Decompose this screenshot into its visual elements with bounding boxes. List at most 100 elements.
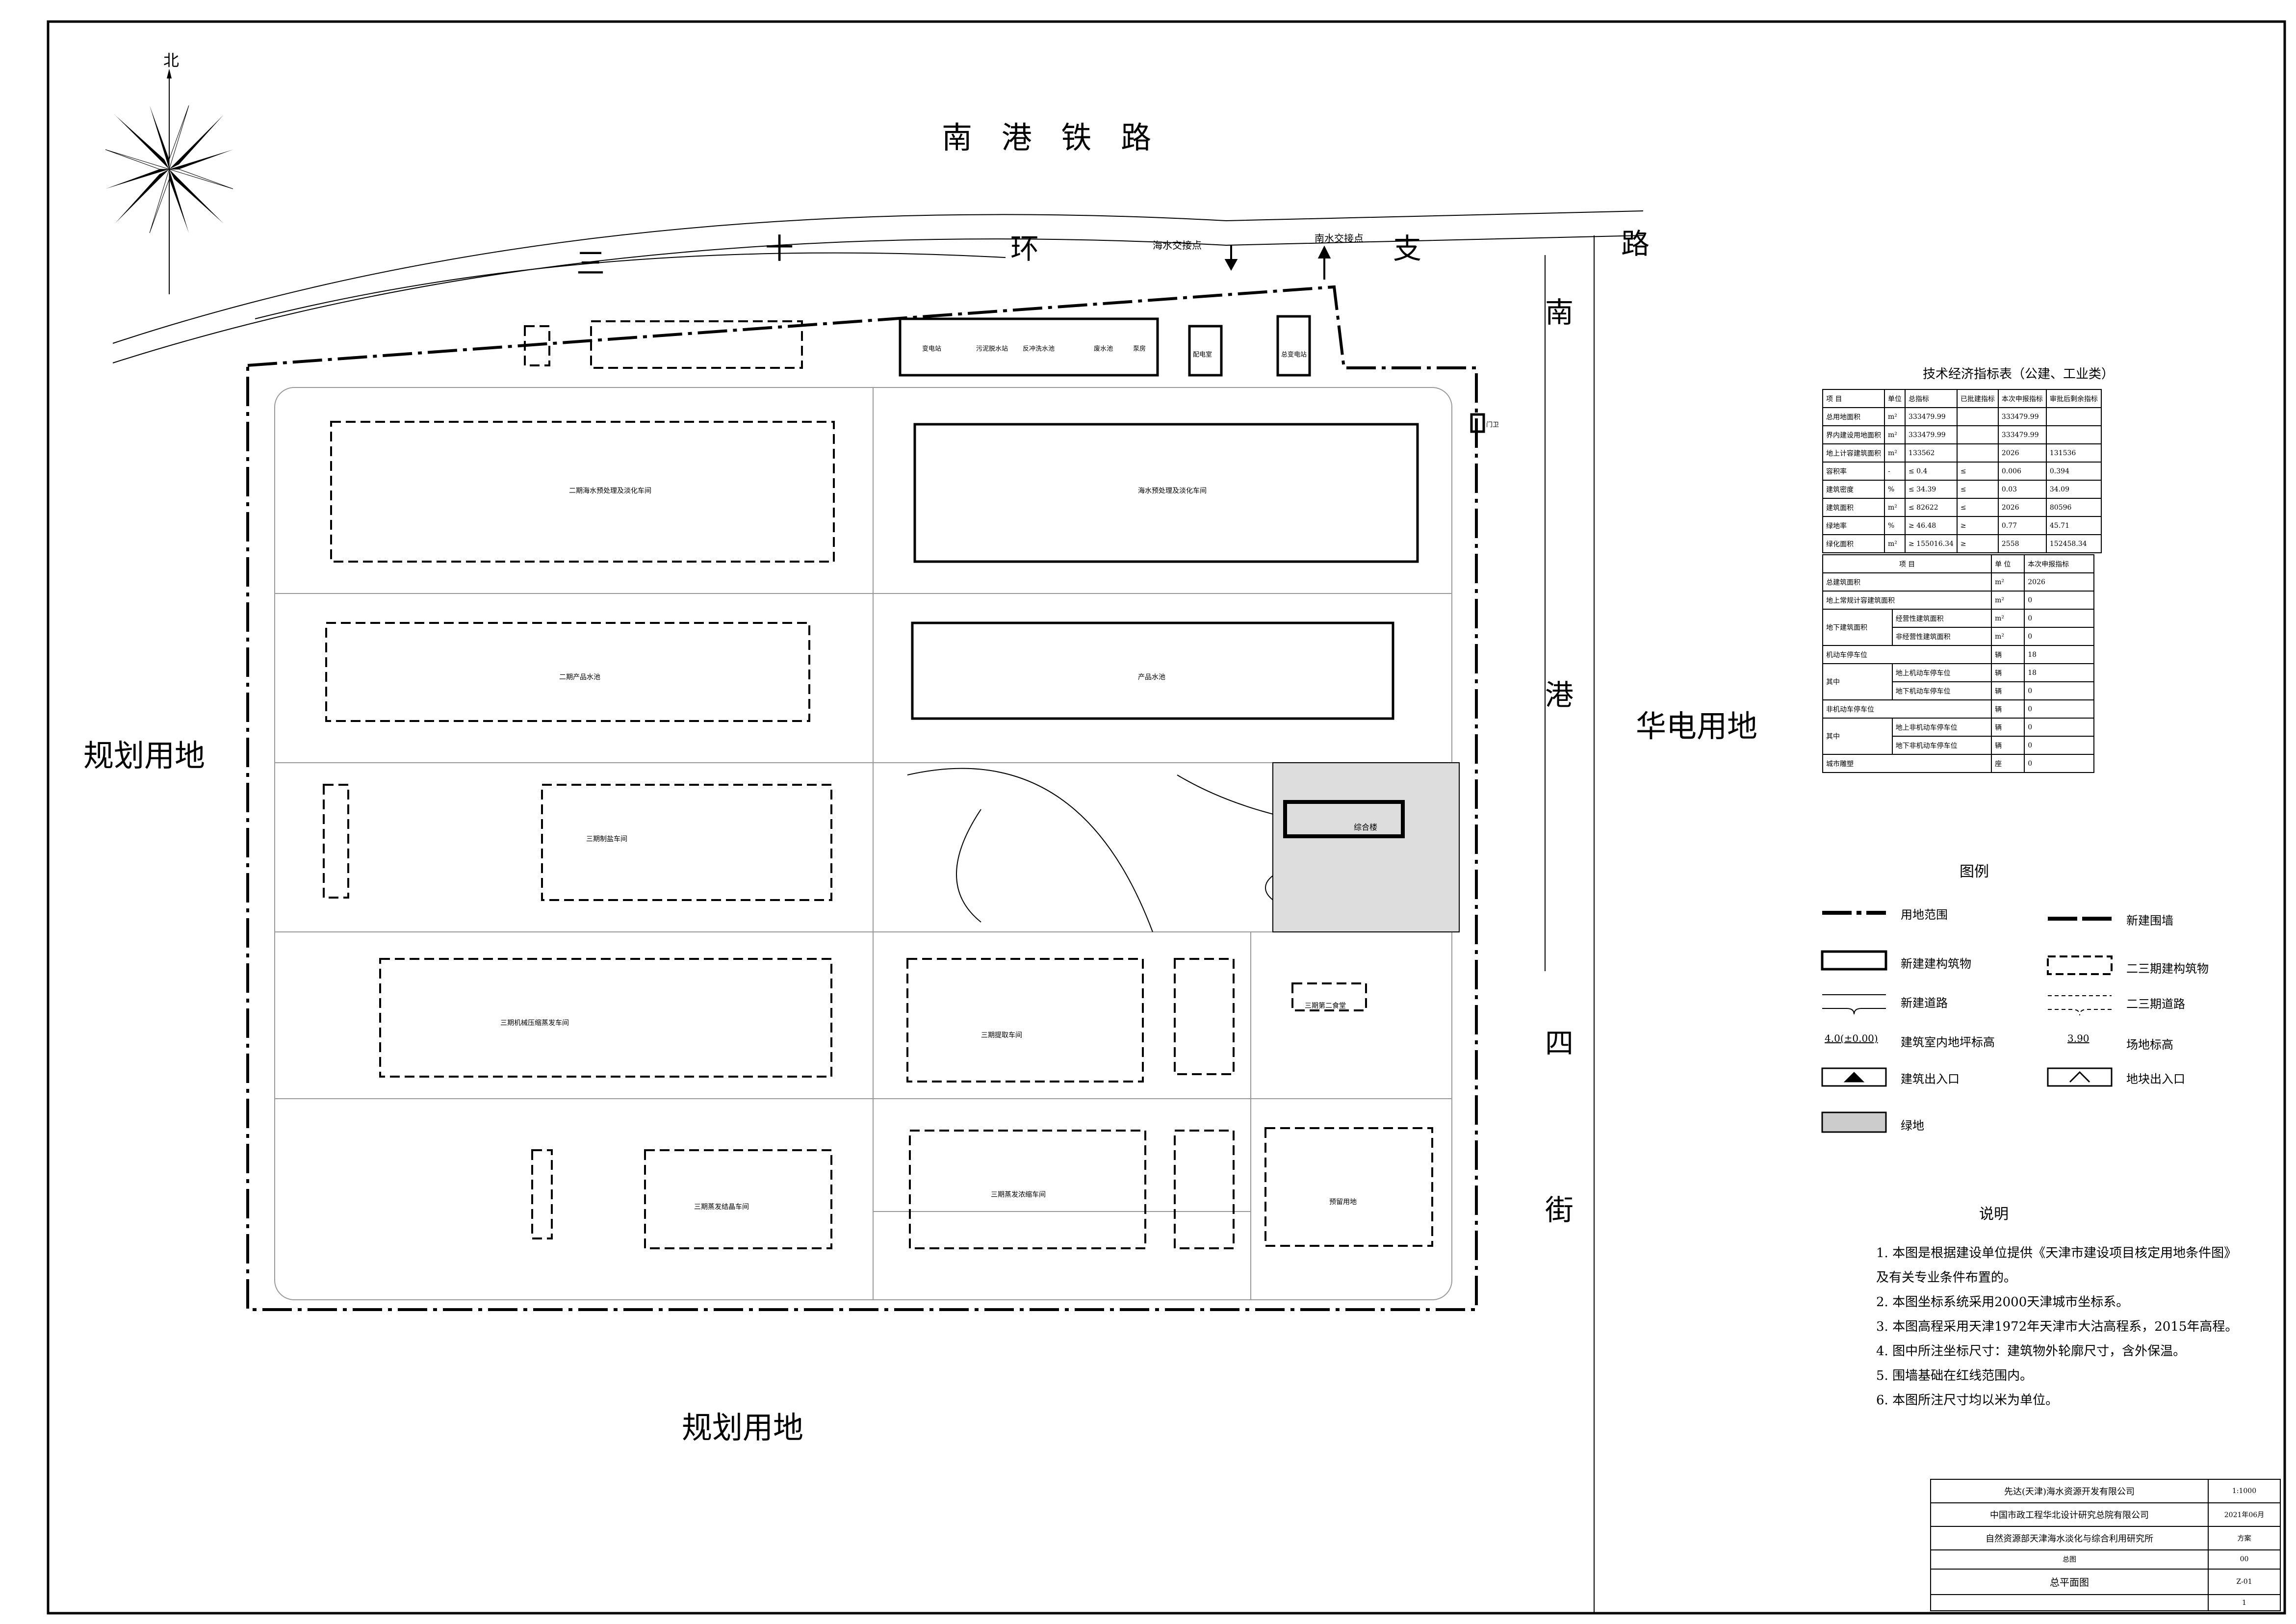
ring-road-char: 十: [765, 232, 794, 265]
table-cell: 0: [2024, 718, 2094, 737]
title-phase: 方案: [2207, 1525, 2281, 1550]
building-label: 三期机械压缩蒸发车间: [500, 1019, 569, 1027]
small-building-label: 反冲洗水池: [1023, 345, 1055, 353]
table-cell: 总用地面积: [1822, 407, 1885, 426]
small-building-label: 配电室: [1193, 351, 1212, 359]
table-cell: 2026: [2024, 572, 2094, 592]
table-cell: 辆: [1991, 681, 2025, 700]
tech-table-title: 技术经济指标表（公建、工业类）: [1923, 367, 2115, 382]
table-cell: ≥ 155016.34: [1905, 534, 1958, 553]
legend-item: 新建围墙: [2126, 914, 2173, 928]
table-cell: -: [1884, 462, 1906, 481]
table-cell: 0.03: [1997, 480, 2047, 499]
small-building-label: 废水池: [1094, 345, 1113, 353]
table-cell: [2045, 407, 2102, 426]
note-line: 2. 本图坐标系统采用2000天津城市坐标系。: [1876, 1295, 2129, 1310]
power-connection-label: 南水交接点: [1315, 232, 1364, 244]
table-header-cell: 本次申报指标: [2024, 554, 2094, 573]
table-cell: 城市雕塑: [1822, 754, 1992, 773]
building-label: 海水预处理及淡化车间: [1138, 487, 1207, 495]
table-cell: 地上非机动车停车位: [1891, 718, 1992, 737]
ring-road: [112, 210, 1644, 1614]
east-road-char: 街: [1545, 1193, 1574, 1227]
title-no: 00: [2207, 1549, 2281, 1570]
table-cell: 座: [1991, 754, 2025, 773]
small-building-label: 污泥脱水站: [976, 345, 1008, 353]
table-group-cell: 地下建筑面积: [1822, 609, 1893, 646]
table-header-cell: 单 位: [1991, 554, 2025, 573]
table-cell: 152458.34: [2045, 534, 2102, 553]
main-building-label: 综合楼: [1354, 823, 1378, 832]
table-cell: 131536: [2045, 443, 2102, 463]
table-cell: ≤: [1956, 480, 1999, 499]
legend-item: 建筑室内地坪标高: [1901, 1035, 1995, 1049]
table-cell: 地上常规计容建筑面积: [1822, 591, 1992, 610]
site-boundary: [246, 285, 1478, 1311]
legend-item: 地块出入口: [2126, 1072, 2185, 1086]
table-cell: [2045, 425, 2102, 444]
table-cell: m²: [1991, 609, 2025, 628]
table-cell: 34.09: [2045, 480, 2102, 499]
table-cell: %: [1884, 480, 1906, 499]
title-drawing: 总平面图: [1930, 1568, 2209, 1596]
table-cell: 0.394: [2045, 462, 2102, 481]
table-cell: 容积率: [1822, 462, 1885, 481]
table-cell: 333479.99: [1905, 407, 1958, 426]
connection-arrows: [1224, 245, 1331, 280]
table-group-cell: 其中: [1822, 663, 1893, 700]
ring-road-char: 三: [576, 247, 605, 280]
table-cell: 0: [2024, 699, 2094, 719]
table-cell: 界内建设用地面积: [1822, 425, 1885, 444]
west-neighbor-label: 规划用地: [83, 738, 206, 773]
table-cell: 辆: [1991, 663, 2025, 682]
title-org3: 自然资源部天津海水淡化与综合利用研究所: [1930, 1525, 2209, 1550]
table-header-cell: 项 目: [1822, 554, 1992, 573]
table-cell: 2026: [1997, 498, 2047, 517]
table-cell: 绿化面积: [1822, 534, 1885, 553]
note-line: 4. 图中所注坐标尺寸：建筑物外轮廓尺寸，含外保温。: [1876, 1344, 2186, 1359]
table-cell: 地上机动车停车位: [1891, 663, 1992, 682]
table-cell: 建筑面积: [1822, 498, 1885, 517]
water-connection-label: 海水交接点: [1153, 239, 1202, 251]
legend-item: 二三期建构筑物: [2126, 962, 2209, 976]
green-plaza: [1272, 762, 1460, 932]
table-cell: 333479.99: [1997, 425, 2047, 444]
table-cell: [1956, 425, 1999, 444]
table-cell: ≤ 34.39: [1905, 480, 1958, 499]
table-cell: m²: [1884, 443, 1906, 463]
table-header-cell: 总指标: [1905, 389, 1958, 408]
building-label: 二期海水预处理及淡化车间: [569, 487, 651, 495]
table-cell: 机动车停车位: [1822, 645, 1992, 664]
title-sub: 总图: [1930, 1549, 2209, 1570]
building-label: 二期产品水池: [559, 673, 600, 681]
table-group-cell: 其中: [1822, 718, 1893, 755]
table-cell: 辆: [1991, 645, 2025, 664]
small-building-label: 泵房: [1133, 345, 1146, 353]
table-cell: 18: [2024, 645, 2094, 664]
table-header-cell: 项 目: [1822, 389, 1885, 408]
east-neighbor-label: 华电用地: [1636, 708, 1758, 744]
table-cell: 0: [2024, 609, 2094, 628]
north-arrow-icon: [105, 69, 233, 294]
building-label: 产品水池: [1138, 673, 1165, 681]
legend-elev-sample: 4.0(±0.00): [1825, 1032, 1878, 1044]
table-cell: 辆: [1991, 718, 2025, 737]
table-cell: m²: [1884, 498, 1906, 517]
note-line: 及有关专业条件布置的。: [1876, 1270, 2017, 1285]
table-cell: 133562: [1905, 443, 1958, 463]
table-cell: 45.71: [2045, 516, 2102, 535]
building-label: 三期蒸发浓缩车间: [991, 1191, 1046, 1199]
